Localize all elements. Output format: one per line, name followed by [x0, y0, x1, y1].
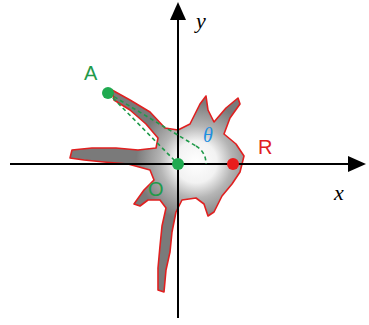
- dashed-line: [108, 93, 196, 146]
- dashed-line: [108, 93, 178, 164]
- angle-label: θ: [203, 124, 213, 147]
- point-r: [227, 158, 239, 170]
- axis-label: y: [196, 8, 206, 34]
- y-arrowhead: [170, 2, 186, 20]
- point-label: O: [148, 178, 164, 201]
- point-label: A: [84, 62, 97, 85]
- point-label: R: [258, 136, 272, 159]
- angle-arc: [196, 146, 206, 164]
- x-arrowhead: [348, 156, 366, 172]
- point-a: [102, 87, 114, 99]
- cell-outline: [70, 90, 244, 292]
- axis-label: x: [334, 180, 344, 206]
- point-o: [172, 158, 184, 170]
